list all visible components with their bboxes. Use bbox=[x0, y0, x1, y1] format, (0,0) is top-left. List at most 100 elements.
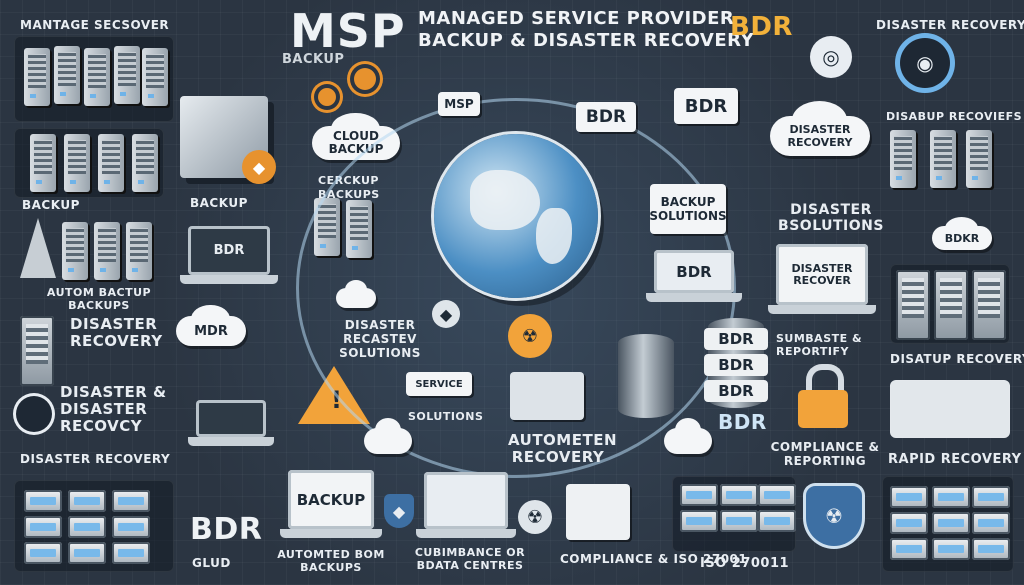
caption-automated-backups: AUTOMTED BOM BACKUPS bbox=[277, 548, 385, 574]
caption-compliance-iso: COMPLIANCE & ISO 27001 bbox=[560, 552, 748, 566]
msp-sign-label: MSP bbox=[444, 97, 474, 111]
bdr-sign-label: BDR bbox=[585, 107, 627, 127]
laptop-screen-label: BDR bbox=[213, 243, 245, 258]
database-band-2: BDR bbox=[704, 354, 768, 376]
globe-continents bbox=[470, 170, 540, 230]
cloud-icon bbox=[364, 418, 412, 454]
drive-icon bbox=[720, 484, 758, 506]
caption-disabup-recovers: DISABUP RECOVIEFS bbox=[886, 110, 1023, 123]
panel-form-right bbox=[890, 380, 1010, 438]
caption-compliance-reporting: COMPLIANCE & REPORTING bbox=[770, 440, 880, 468]
gear-icon bbox=[318, 88, 336, 106]
drive-icon bbox=[112, 516, 150, 538]
laptop-icon: BDR bbox=[180, 226, 278, 284]
dashboard-laptop bbox=[416, 472, 516, 538]
globe-continents-2 bbox=[536, 208, 572, 264]
warning-icon bbox=[298, 366, 370, 424]
drive-icon bbox=[972, 512, 1010, 534]
drive-icon bbox=[24, 490, 62, 512]
dashboard-panel bbox=[510, 372, 584, 420]
bdkr-cloud: BDKR bbox=[932, 216, 992, 250]
caption-solutions: SOLUTIONS bbox=[408, 410, 484, 423]
lock-body bbox=[798, 390, 848, 428]
rack-icon bbox=[972, 270, 1006, 340]
rack-icon bbox=[20, 316, 54, 386]
server-icon bbox=[114, 46, 140, 104]
caption-iso: ISO 270011 bbox=[700, 556, 790, 571]
shield-icon-2: ◆ bbox=[432, 300, 460, 328]
target-icon-3: ◉ bbox=[900, 38, 950, 88]
laptop-base-3 bbox=[646, 293, 742, 302]
target-icon bbox=[16, 396, 52, 432]
drive-icon bbox=[68, 542, 106, 564]
drive-icon bbox=[890, 486, 928, 508]
backup-laptop-label: BACKUP bbox=[296, 490, 366, 509]
monitor-base bbox=[768, 305, 876, 314]
cloud-backup-label: CLOUD BACKUP bbox=[328, 129, 384, 156]
rack-icon bbox=[934, 270, 968, 340]
laptop-base-2 bbox=[188, 437, 274, 446]
laptop-screen-2 bbox=[196, 400, 266, 437]
mdr-cloud: MDR bbox=[176, 304, 246, 346]
server-icon bbox=[62, 222, 88, 280]
caption-bdr-bottom: BDR bbox=[190, 512, 263, 547]
server-icon bbox=[346, 200, 372, 258]
drive-icon bbox=[890, 538, 928, 560]
monitor-screen: DISASTER RECOVER bbox=[776, 244, 868, 305]
server-icon bbox=[24, 48, 50, 106]
drive-icon bbox=[112, 542, 150, 564]
drive-icon bbox=[972, 538, 1010, 560]
msp-title-text: MSP bbox=[290, 4, 406, 58]
bdr-sign-2-label: BDR bbox=[684, 95, 728, 117]
drive-icon bbox=[24, 516, 62, 538]
server-icon bbox=[890, 130, 916, 188]
laptop-icon-2 bbox=[188, 400, 274, 446]
server-icon bbox=[966, 130, 992, 188]
bdr-sign-2: BDR bbox=[674, 88, 738, 124]
caption-backup-left: BACKUP bbox=[22, 198, 80, 212]
caption-backup-mid: BACKUP bbox=[190, 196, 248, 210]
header-line-2: BACKUP & DISASTER RECOVERY bbox=[418, 30, 755, 51]
dashboard-laptop-base bbox=[416, 529, 516, 538]
server-icon bbox=[314, 198, 340, 256]
warning-mark: ! bbox=[331, 386, 343, 414]
drive-icon bbox=[972, 486, 1010, 508]
server-icon bbox=[30, 134, 56, 192]
caption-disatup-recovery: DISATUP RECOVERY bbox=[890, 352, 1024, 366]
shield-icon: ◆ bbox=[242, 150, 276, 184]
disaster-recovery-cloud-label: DISASTER RECOVERY bbox=[787, 123, 853, 149]
backup-laptop-base bbox=[280, 529, 382, 538]
cloud-icon-3 bbox=[336, 280, 376, 308]
disaster-recovery-cloud: DISASTER RECOVERY bbox=[770, 100, 870, 156]
database-band-3: BDR bbox=[704, 380, 768, 402]
database-stack: BDR BDR BDR bbox=[704, 318, 768, 408]
caption-disaster-disaster: DISASTER & DISASTER RECOVCY bbox=[60, 383, 167, 435]
server-icon bbox=[84, 48, 110, 106]
laptop-screen-3: BDR bbox=[654, 250, 734, 293]
shield-icon-3: ☢ bbox=[806, 486, 862, 546]
server-icon bbox=[930, 130, 956, 188]
server-icon bbox=[126, 222, 152, 280]
drive-icon bbox=[68, 490, 106, 512]
document-icon bbox=[566, 484, 630, 540]
backup-laptop-screen: BACKUP bbox=[288, 470, 374, 529]
drive-icon bbox=[890, 512, 928, 534]
caption-rapid-recovery: RAPID RECOVERY bbox=[888, 452, 1022, 467]
caption-disaster-recovery-bottom-left: DISASTER RECOVERY bbox=[20, 452, 171, 466]
service-sign: SERVICE bbox=[406, 372, 472, 396]
lock-shackle bbox=[806, 364, 844, 396]
backup-solutions-sign: BACKUP SOLUTIONS bbox=[649, 184, 727, 234]
drive-icon bbox=[720, 510, 758, 532]
drive-icon bbox=[24, 542, 62, 564]
drive-icon bbox=[932, 486, 970, 508]
shield-icon-4: ◆ bbox=[384, 494, 414, 528]
target-icon-2: ◎ bbox=[810, 36, 852, 78]
msp-subtitle: BACKUP bbox=[282, 52, 345, 67]
database-band-1: BDR bbox=[704, 328, 768, 350]
caption-autom-backups: AUTOM BACTUP BACKUPS bbox=[46, 286, 152, 312]
caption-disaster-recovery-left: DISASTER RECOVERY bbox=[70, 315, 163, 350]
monitor-icon: DISASTER RECOVER bbox=[768, 244, 876, 314]
laptop-screen-3-label: BDR bbox=[676, 262, 712, 281]
drive-icon bbox=[68, 516, 106, 538]
